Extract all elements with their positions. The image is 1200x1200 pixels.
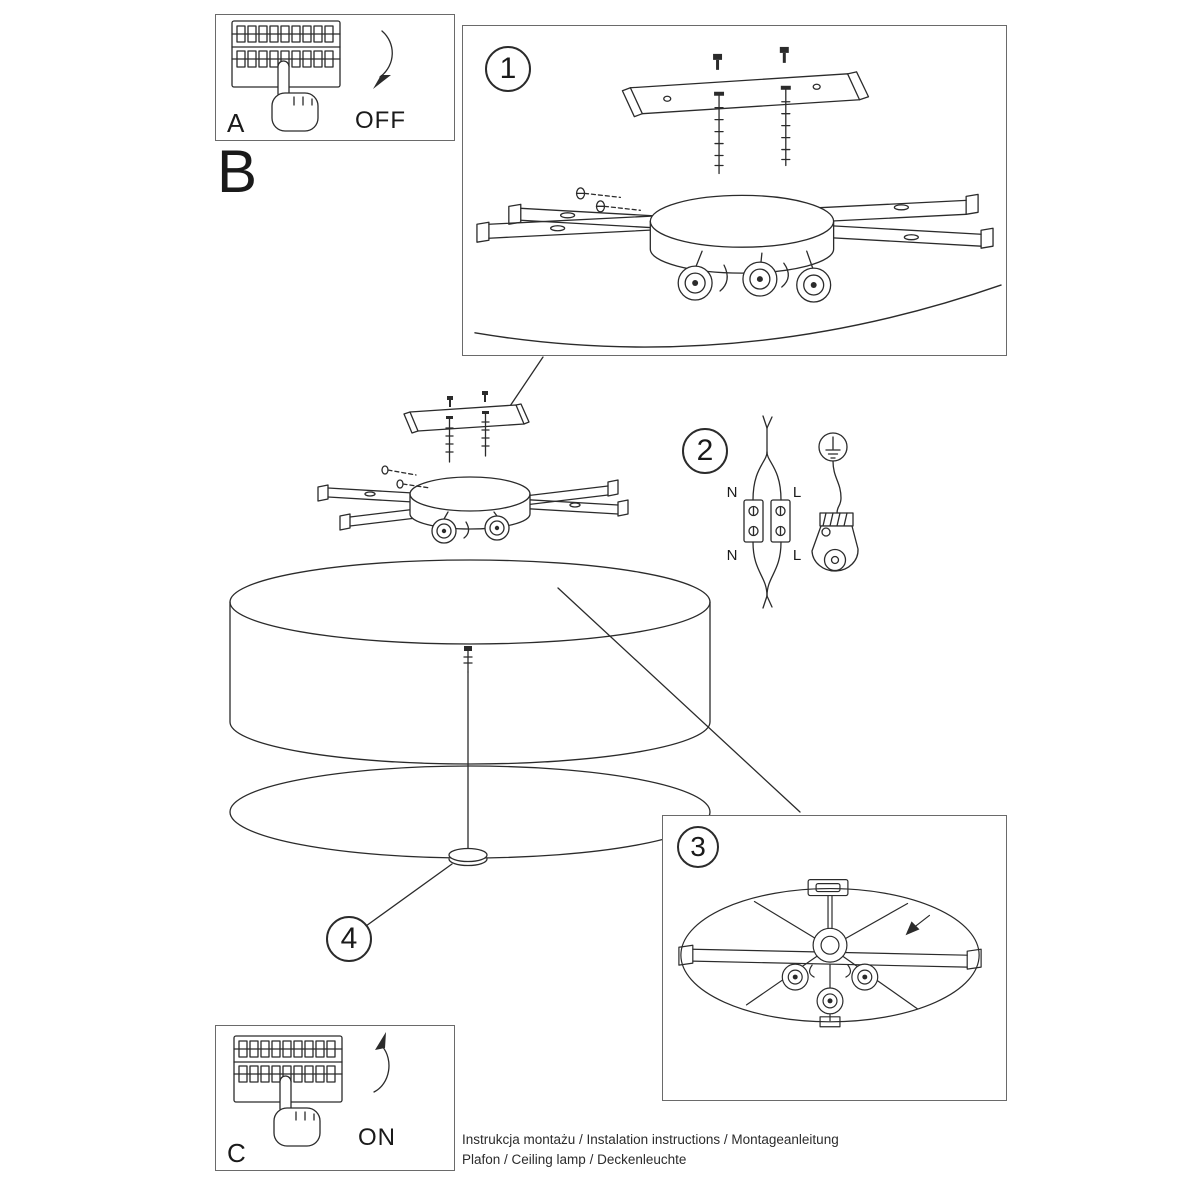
bottom-tab xyxy=(819,1016,841,1028)
crossbar-end-tab xyxy=(980,227,994,249)
drum-shade-drawing xyxy=(229,559,711,765)
canopy xyxy=(409,476,531,530)
breaker-on-drawing xyxy=(233,1032,390,1147)
slot-hole xyxy=(569,502,581,508)
pointer-line-step4 xyxy=(365,863,453,927)
crossbar-end-tab xyxy=(508,203,522,225)
wire xyxy=(809,964,815,978)
center-hub xyxy=(812,927,848,963)
hand-press-icon xyxy=(271,60,319,132)
rotate-arrow-icon xyxy=(905,914,931,936)
step-1-badge: 1 xyxy=(485,46,531,92)
lamp-socket xyxy=(431,511,510,544)
wire xyxy=(752,415,782,501)
power-off-label: OFF xyxy=(355,107,406,134)
mounting-bracket-drawing xyxy=(474,46,1002,348)
center-screw xyxy=(463,646,473,673)
wiring-label-l-top: L xyxy=(793,484,801,501)
pointer-line-step3 xyxy=(557,587,801,813)
panel-a-label: A xyxy=(227,108,245,138)
power-on-label: ON xyxy=(358,1124,396,1151)
diffuser-drawing xyxy=(229,671,711,867)
mounting-plate xyxy=(409,404,525,432)
slot-hole xyxy=(364,491,376,497)
footer-line-2: Plafon / Ceiling lamp / Deckenleuchte xyxy=(462,1151,687,1167)
ground-connector xyxy=(811,460,859,572)
slot-hole xyxy=(559,212,576,219)
arrow-down-icon xyxy=(373,30,393,89)
footer-line-1: Instrukcja montażu / Instalation instruc… xyxy=(462,1132,839,1147)
crossbar-end-tab xyxy=(617,499,629,517)
shade-rim-arc xyxy=(474,284,1002,348)
arrow-up-icon xyxy=(373,1032,390,1093)
crossbar-end-tab xyxy=(607,479,619,497)
step1-box: 1 xyxy=(462,25,1007,356)
bracket-assembly-drawing xyxy=(317,391,629,544)
circuit-breaker-icon xyxy=(231,20,341,88)
wire xyxy=(719,264,728,292)
bolt-icon xyxy=(447,391,488,407)
wiring-diagram xyxy=(743,415,859,609)
earth-symbol-icon xyxy=(818,432,848,462)
mounting-plate xyxy=(629,73,861,115)
crossbar-end-tab xyxy=(476,221,490,243)
mounting-plate xyxy=(807,879,849,930)
crossbar-end-tab xyxy=(966,948,982,970)
step3-box: 3 xyxy=(662,815,1007,1101)
bolt-icon xyxy=(713,46,789,70)
finial-cap xyxy=(448,847,488,863)
breaker-off-box: A OFF xyxy=(215,14,455,141)
pointer-line-step1 xyxy=(501,356,544,419)
slot-hole xyxy=(893,204,909,211)
wire xyxy=(845,964,852,978)
terminal-block xyxy=(743,499,791,543)
wire xyxy=(463,521,470,539)
lamp-socket xyxy=(781,963,879,1015)
crossbar-end-tab xyxy=(678,944,694,966)
wiring-labels: N L N L xyxy=(727,484,802,564)
footer: Instrukcja montażu / Instalation instruc… xyxy=(462,1130,839,1169)
wiring-label-n-bottom: N xyxy=(727,547,738,564)
breaker-on-box: C ON xyxy=(215,1025,455,1171)
wiring-label-n-top: N xyxy=(727,484,738,501)
hand-press-icon xyxy=(273,1075,321,1147)
lamp-socket xyxy=(677,250,832,303)
crossbar-end-tab xyxy=(965,193,979,215)
canopy xyxy=(649,194,835,274)
slot-hole xyxy=(550,225,566,232)
section-b-label: B xyxy=(217,138,258,205)
crossbar-end-tab xyxy=(339,513,351,531)
step-4-badge: 4 xyxy=(326,916,372,962)
screw-icon xyxy=(381,465,431,489)
screw-icon xyxy=(445,411,490,463)
wire xyxy=(781,262,789,288)
wiring-label-l-bottom: L xyxy=(793,547,801,564)
screw-icon xyxy=(575,187,641,213)
step-2-badge: 2 xyxy=(682,428,728,474)
shade-rim xyxy=(680,887,980,1023)
underside-view-drawing xyxy=(678,879,982,1028)
wire xyxy=(752,541,782,609)
slot-hole xyxy=(903,234,919,241)
step-3-badge: 3 xyxy=(677,826,719,868)
panel-c-label: C xyxy=(227,1138,246,1168)
screw-icon xyxy=(714,85,791,175)
breaker-off-drawing xyxy=(231,20,393,132)
crossbar-end-tab xyxy=(317,484,329,502)
